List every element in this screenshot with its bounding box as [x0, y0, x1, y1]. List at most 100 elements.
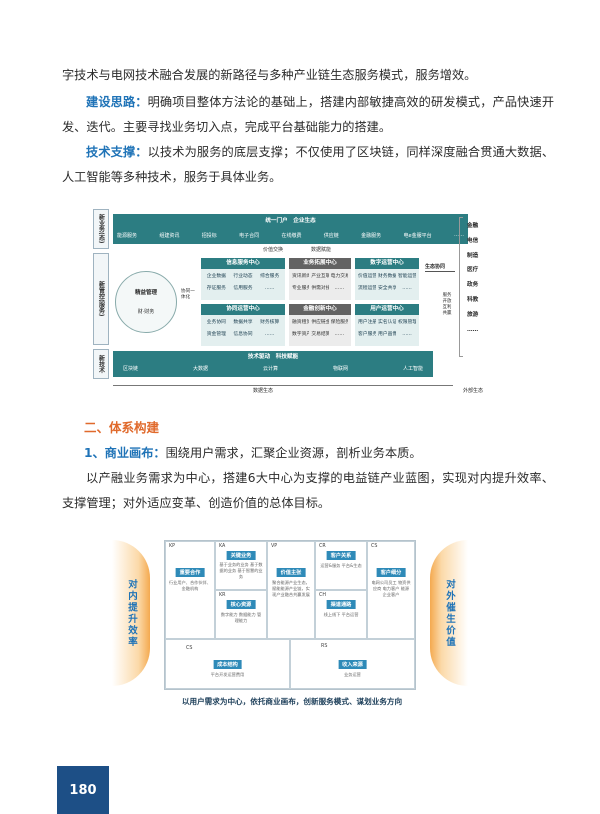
- block-text: 聚合能源产业生态，赋能能源产业链，实现产业融合共赢发展: [272, 580, 310, 597]
- page-number: 180: [57, 766, 109, 814]
- center-cell: ……: [334, 286, 345, 291]
- block-text: 电网公司员工 物资供应商 电力客户 能源企业客户: [371, 580, 411, 597]
- block-code: RS: [321, 644, 328, 649]
- block-code: CH: [319, 593, 326, 598]
- paragraph-design: 建设思路：明确项目整体方法论的基础上，搭建内部敏捷高效的研发模式，产品快速开发、…: [62, 90, 554, 140]
- portal-item: ……: [453, 232, 464, 238]
- tech-item: 大数据: [192, 366, 208, 372]
- tech-items: 区块链 大数据 云计算 物联网 人工智能: [123, 365, 423, 372]
- portal-item: 在线缴费: [281, 233, 302, 239]
- paragraph-design-text: 明确项目整体方法论的基础上，搭建内部敏捷高效的研发模式，产品快速开发、迭代。主要…: [62, 95, 555, 134]
- center-title: 用户运营中心: [355, 304, 419, 315]
- tech-item: 物联网: [332, 366, 348, 372]
- block-text: 业务运营: [344, 672, 361, 677]
- keyword-tech: 技术支撑：: [86, 145, 148, 159]
- center-cell: 电力交易: [330, 274, 348, 279]
- portal-item: 电e金服平台: [403, 233, 432, 239]
- industry-item: 科教: [467, 296, 479, 303]
- block-title: 重要合作: [175, 568, 205, 577]
- portal-item: 电子合同: [239, 233, 260, 239]
- center-cell: ……: [402, 286, 412, 291]
- center-collab: 协同运营中心 业务协同 数据共享 财务核算 资金管理 信息协同 ……: [201, 304, 285, 346]
- side-label-business: 新业务(态): [93, 209, 109, 249]
- center-cell: 权限管理: [398, 320, 416, 325]
- portal-title: 统一门户 企业生态: [265, 218, 316, 224]
- center-cell: 产业互联: [311, 274, 329, 279]
- block-title: 核心资源: [226, 600, 256, 609]
- block-code: KP: [169, 544, 176, 549]
- block-text: 数字能力 数据能力 管理能力: [220, 612, 262, 623]
- block-text: 行业用户、合作伙伴、金融机构: [169, 580, 211, 591]
- center-cell: 保险服务: [330, 320, 348, 325]
- center-digital: 数字运营中心 价值运营 财务数据 智能运营 流程运营 安全共享 ……: [355, 258, 419, 300]
- block-code: KR: [219, 593, 226, 598]
- center-cell: 行业动态: [233, 274, 253, 279]
- management-label: 精益管理: [134, 290, 157, 296]
- canvas-caption: 以用户需求为中心，依托商业画布，创新服务模式、谋划业务方向: [181, 697, 403, 706]
- portal-item: 组建资讯: [159, 233, 180, 239]
- center-cell: 智能运营: [398, 274, 416, 279]
- block-title: 客户关系: [326, 551, 356, 560]
- tech-item: 区块链: [123, 366, 139, 372]
- canvas-grid: KP 重要合作 行业用户、合作伙伴、金融机构 KA 关键业务 基于业务的业务 基…: [164, 540, 416, 690]
- tech-item: 人工智能: [402, 366, 423, 372]
- industry-item: 电信: [467, 237, 479, 244]
- industry-item: 医疗: [467, 267, 479, 274]
- center-cell: 资讯新闻: [292, 274, 310, 279]
- block-text: 线上线下 平台运营: [323, 612, 359, 617]
- center-cell: ……: [264, 286, 275, 291]
- center-business: 业务拓展中心 资讯新闻 产业互联 电力交易 专业服务 供需对接 ……: [289, 258, 351, 300]
- block-code: VP: [271, 544, 278, 549]
- block-text: 运营&服务 平台&生态: [320, 563, 362, 568]
- portal-item: 金融服务: [361, 233, 382, 239]
- collab-label: 协同一体化: [181, 289, 195, 300]
- center-cell: 企业数据: [206, 274, 226, 279]
- center-cell: ……: [402, 332, 412, 337]
- center-cell: 客户服务: [358, 332, 376, 337]
- block-kr: KR 核心资源 数字能力 数据能力 管理能力: [215, 590, 267, 639]
- center-cell: 供需对接: [311, 286, 329, 291]
- center-cell: 融资租赁: [292, 320, 310, 325]
- paragraph-tech-text: 以技术为服务的底层支撑；不仅使用了区块链，同样深度融合贯通大数据、人工智能等多种…: [62, 145, 555, 184]
- center-cell: 信用服务: [233, 286, 253, 291]
- block-title: 关键业务: [226, 551, 256, 560]
- center-cell: 交易结算: [311, 332, 329, 337]
- center-cell: ……: [334, 332, 345, 337]
- data-enable-label: 数据赋能: [311, 247, 332, 253]
- portal-items: 能源服务 组建资讯 招投标 电子合同 在线缴费 供应链 金融服务 电e金服平台 …: [117, 232, 464, 239]
- external-eco-label: 外部生态: [463, 388, 484, 394]
- center-title: 数字运营中心: [355, 258, 419, 269]
- paragraph-intro: 字技术与电网技术融合发展的新路径与多种产业链生态服务模式，服务增效。: [62, 68, 477, 82]
- block-cs: CS 客户细分 电网公司员工 物资供应商 电力客户 能源企业客户: [367, 541, 415, 639]
- block-title: 成本结构: [213, 660, 242, 669]
- eco-sub: 服务 开放 互利 共赢: [442, 293, 452, 316]
- industry-item: 旅游: [467, 311, 479, 318]
- industries-list: 金融 电信 制造 医疗 政务 科教 旅游 ……: [467, 219, 495, 337]
- business-canvas: 对内提升效率 对外催生价值 KP 重要合作 行业用户、合作伙伴、金融机构 KA …: [112, 540, 468, 708]
- block-code: CR: [319, 544, 326, 549]
- center-cell: 信息协同: [233, 332, 253, 337]
- paragraph-blueprint: 以产融业务需求为中心，搭建6大中心为支撑的电益链产业蓝图，实现对内提升效率、支撑…: [62, 471, 554, 510]
- industry-item: ……: [467, 326, 479, 333]
- portal-item: 供应链: [323, 233, 339, 239]
- center-cell: 用户画像: [378, 332, 396, 337]
- tech-item: 云计算: [262, 366, 278, 372]
- center-cell: 数据共享: [233, 320, 253, 325]
- paragraph-tech: 技术支撑：以技术为服务的底层支撑；不仅使用了区块链，同样深度融合贯通大数据、人工…: [62, 140, 554, 190]
- center-cell: 流程运营: [358, 286, 376, 291]
- center-user: 用户运营中心 用户注册 实名认证 权限管理 客户服务 用户画像 ……: [355, 304, 419, 346]
- block-code: CS: [371, 544, 378, 549]
- subsection-text: 围绕用户需求，汇聚企业资源，剖析业务本质。: [165, 446, 422, 460]
- center-cell: 价值运营: [358, 274, 376, 279]
- center-title: 信息服务中心: [201, 258, 285, 269]
- block-title: 价值主张: [276, 568, 306, 577]
- side-label-tech: 新技术: [93, 349, 109, 379]
- eco-label: 生态协同: [425, 264, 446, 270]
- center-cell: 业务协同: [206, 320, 226, 325]
- portal-item: 招投标: [201, 233, 217, 239]
- block-ch: CH 渠道通路 线上线下 平台运营: [315, 590, 367, 639]
- industries-bracket: [459, 217, 463, 357]
- subsection-keyword: 1、商业画布：: [84, 446, 166, 460]
